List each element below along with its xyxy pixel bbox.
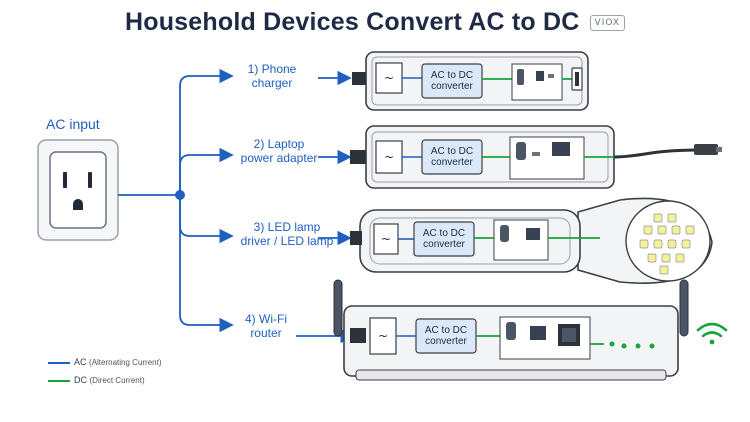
legend-desc: (Alternating Current) [89,358,162,367]
branch-label-phone-charger: 1) Phone charger [232,62,312,90]
legend-key: AC [74,357,87,367]
legend-swatch-ac [48,361,70,364]
branch-label-line1: 3) LED lamp [253,220,321,234]
converter-label-line1: AC to DC [422,228,466,239]
phone-charger-device: ~ [352,51,589,111]
svg-text:~: ~ [381,232,391,246]
svg-text:~: ~ [378,329,388,343]
led-chip [661,253,671,263]
title-bar: Household Devices Convert AC to DC VIOX [0,8,750,37]
converter-box-laptop: AC to DC converter [422,146,482,168]
led-chip [653,213,663,223]
led-chip [675,253,685,263]
converter-label-line1: AC to DC [424,325,468,336]
branch-label-led-lamp: 3) LED lamp driver / LED lamp [232,220,342,248]
led-chip [671,225,681,235]
legend-item-ac: AC (Alternating Current) [48,357,162,367]
junction-dot [175,190,185,200]
led-chip [659,265,669,275]
svg-text:~: ~ [384,150,394,164]
converter-label-line2: converter [425,336,467,347]
branch-label-line1: 2) Laptop [253,137,305,151]
led-chip [653,239,663,249]
converter-box-led: AC to DC converter [414,228,474,250]
wifi-status-leds [609,341,655,349]
brand-logo: VIOX [589,14,626,31]
led-chip [685,225,695,235]
led-chip [643,225,653,235]
led-chip [657,225,667,235]
laptop-adapter-device: ~ [350,125,722,189]
branch-label-line2: router [250,326,282,340]
converter-box-router: AC to DC converter [416,325,476,347]
branch-label-line2: charger [251,76,293,90]
led-chip [639,239,649,249]
wifi-signal-icon [696,322,728,345]
legend-item-dc: DC (Direct Current) [48,375,145,385]
converter-label-line2: converter [431,81,473,92]
wifi-router-device: ~ [333,279,689,381]
legend-swatch-dc [48,379,70,382]
legend-key: DC [74,375,87,385]
branch-label-line2: power adapter [240,151,318,165]
ac-input-label: AC input [46,116,100,132]
branch-label-line1: 4) Wi-Fi [245,312,287,326]
branch-label-wifi-router: 4) Wi-Fi router [236,312,296,340]
converter-label-line2: converter [423,239,465,250]
branch-label-line2: driver / LED lamp [240,234,334,248]
svg-text:~: ~ [384,71,394,85]
branch-label-line1: 1) Phone [247,62,297,76]
led-chip [681,239,691,249]
converter-label-line1: AC to DC [430,146,474,157]
converter-label-line1: AC to DC [430,70,474,81]
wall-outlet-icon [37,139,119,241]
converter-box-phone: AC to DC converter [422,70,482,92]
led-chip [647,253,657,263]
converter-label-line2: converter [431,157,473,168]
ac-bus [118,68,234,333]
led-chip [667,239,677,249]
branch-label-laptop-adapter: 2) Laptop power adapter [232,137,326,165]
page-title: Household Devices Convert AC to DC [124,8,580,36]
led-chip [667,213,677,223]
legend-desc: (Direct Current) [89,376,145,385]
